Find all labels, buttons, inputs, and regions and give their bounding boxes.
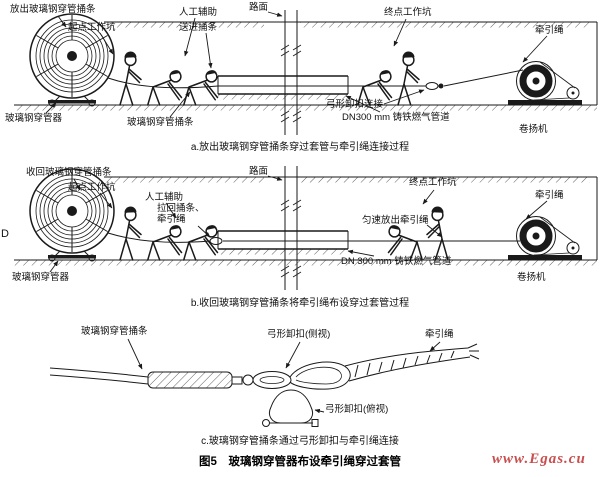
label-end-pit: 终点工作坑 — [409, 177, 457, 188]
label-pull-back-rod: 拉回捅条、 — [157, 203, 205, 214]
label-traction-rope: 牵引绳 — [425, 329, 454, 340]
casing-pipe — [217, 230, 349, 255]
label-end-pit: 终点工作坑 — [384, 7, 432, 18]
worker — [387, 224, 423, 261]
label-release-rod: 放出玻璃钢穿管捅条 — [10, 4, 96, 15]
panel-a-leader-arrows — [45, 11, 548, 118]
bow-shackle-side-view — [252, 371, 292, 389]
label-road-surface: 路面 — [249, 2, 269, 13]
label-rod: 玻璃钢穿管捅条 — [81, 326, 148, 337]
label-pull-back-rope: 牵引绳 — [157, 214, 186, 225]
label-start-pit: 起点工作坑 — [68, 22, 116, 33]
caption-b: b.收回玻璃钢穿管捅条将牵引绳布设穿过套管过程 — [190, 298, 410, 309]
label-traction-rope: 牵引绳 — [535, 190, 564, 201]
rod-ferrule — [147, 371, 233, 389]
label-duct-rodder: 玻璃钢穿管器 — [12, 272, 70, 283]
stray-letter-d: D — [1, 228, 9, 240]
label-manual-assist: 人工辅助 — [145, 192, 184, 203]
label-manual-assist: 人工辅助 — [179, 7, 218, 18]
traction-rope — [344, 343, 480, 382]
bow-shackle — [425, 82, 444, 90]
caption-a: a.放出玻璃钢穿管捅条穿过套管与牵引绳连接过程 — [190, 142, 410, 153]
watermark: www.Egas.cu — [492, 451, 586, 467]
fiberglass-rod — [107, 77, 426, 89]
rope-eye-loop — [289, 361, 351, 390]
label-rod: 玻璃钢穿管捅条 — [127, 117, 194, 128]
winch-machine — [508, 217, 582, 261]
road-break-lines — [280, 10, 302, 135]
label-pipeline: DN 300 mm 铸铁燃气管道 — [341, 256, 452, 267]
traction-rope — [443, 69, 524, 87]
label-winch: 卷扬机 — [517, 272, 546, 283]
worker — [397, 50, 420, 106]
label-winch: 卷扬机 — [519, 124, 548, 135]
label-pipeline: DN300 mm 铸铁燃气管道 — [342, 112, 450, 123]
road-break-lines — [280, 166, 302, 290]
winch-machine — [508, 62, 582, 106]
label-shackle-side: 弓形卸扣(侧视) — [267, 329, 331, 340]
label-retract-rod: 收回玻璃钢穿管捅条 — [26, 167, 112, 178]
panel-c-drawing — [49, 338, 480, 427]
bow-shackle — [209, 237, 223, 245]
panel-a-drawing — [14, 10, 598, 135]
label-traction-rope: 牵引绳 — [535, 25, 564, 36]
soil-hatch — [300, 22, 590, 28]
caption-c: c.玻璃钢穿管捅条通过弓形卸扣与牵引绳连接 — [201, 436, 399, 447]
worker — [119, 50, 142, 106]
label-start-pit: 起点工作坑 — [68, 182, 116, 193]
bow-shackle-top-view — [262, 389, 319, 427]
label-feed-rod: 送进捅条 — [179, 22, 218, 33]
label-road-surface: 路面 — [249, 166, 269, 177]
worker — [119, 205, 142, 261]
fiberglass-rod — [49, 367, 149, 378]
label-duct-rodder: 玻璃钢穿管器 — [5, 113, 63, 124]
panel-b-drawing — [14, 166, 598, 290]
fiberglass-rod — [107, 232, 211, 243]
panel-b-leader-arrows — [49, 175, 548, 273]
figure-title: 图5 玻璃钢穿管器布设牵引绳穿过套管 — [199, 456, 401, 468]
worker — [183, 224, 219, 261]
label-shackle-connect: 弓形卸扣连接 — [326, 99, 384, 110]
label-uniform-release: 匀速放出牵引绳 — [362, 215, 429, 226]
casing-pipe — [217, 75, 349, 100]
panel-c-leader-arrows — [127, 338, 441, 414]
label-shackle-top: 弓形卸扣(俯视) — [325, 404, 389, 415]
